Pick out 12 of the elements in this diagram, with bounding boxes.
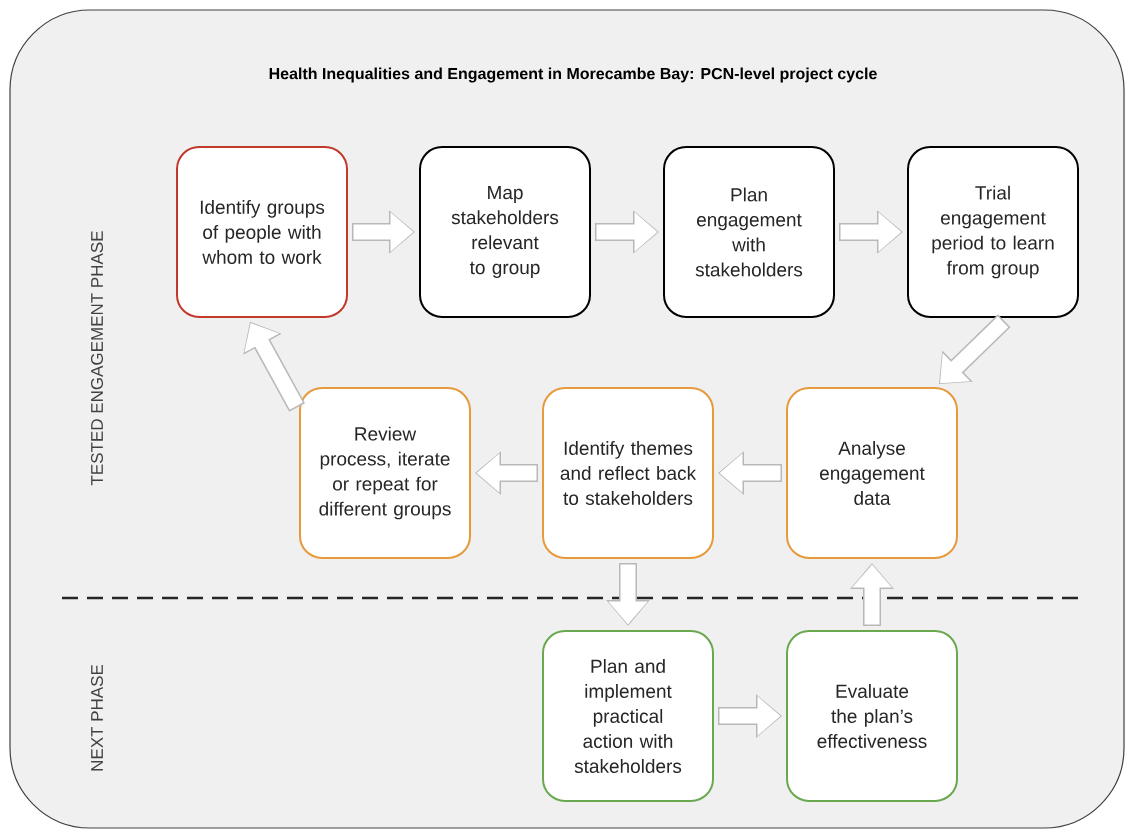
phase-label: TESTED ENGAGEMENT PHASE — [91, 231, 104, 486]
process-box: Evaluate the plan’s effectiveness — [786, 630, 958, 802]
process-box: Map stakeholders relevant to group — [419, 146, 591, 318]
process-box: Plan engagement with stakeholders — [663, 146, 835, 318]
process-box: Plan and implement practical action with stakeholders — [542, 630, 714, 802]
process-box: Review process, iterate or repeat for different groups — [299, 387, 471, 559]
phase-label: NEXT PHASE — [91, 664, 104, 771]
process-box: Identify themes and reflect back to stakeholders — [542, 387, 714, 559]
process-box: Analyse engagement data — [786, 387, 958, 559]
process-box: Identify groups of people with whom to work — [176, 146, 348, 318]
process-box: Trial engagement period to learn from group — [907, 146, 1079, 318]
title: Health Inequalities and Engagement in Morecambe Bay: PCN-level project cycle — [269, 67, 877, 83]
